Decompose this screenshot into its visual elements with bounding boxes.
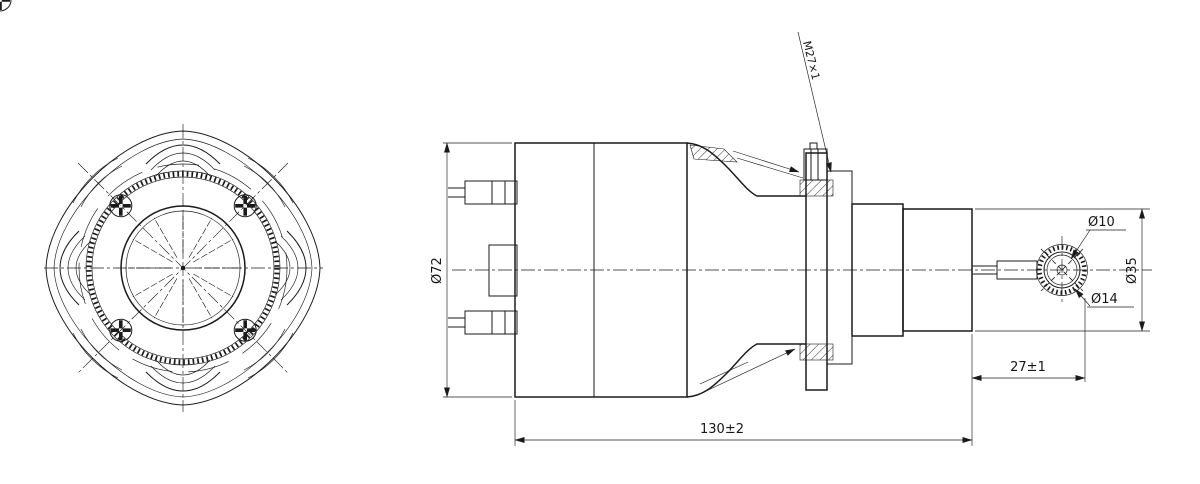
cross-slot-screw-icon	[0, 0, 10, 10]
mounting-flange	[799, 142, 853, 391]
front-view-petal-arcs	[59, 144, 307, 392]
front-view-screws	[0, 0, 257, 342]
dim-knob-outer: Ø14	[1074, 288, 1134, 308]
dim-rear-length: 27±1	[971, 298, 1086, 382]
dim-body-diameter: Ø72	[430, 142, 512, 398]
bell-taper	[686, 142, 806, 398]
solder-pins	[448, 180, 518, 335]
dim-overall-length-label: 130±2	[700, 422, 744, 437]
knurled-knob	[1036, 236, 1088, 304]
hatched-wedge	[689, 144, 738, 163]
seal-hatch-bottom	[799, 343, 834, 361]
front-view-corner-arcs	[72, 157, 294, 379]
dim-knob-outer-label: Ø14	[1091, 292, 1118, 307]
dim-knob-inner-label: Ø10	[1088, 215, 1115, 230]
thread-note: M27×1	[797, 31, 832, 173]
side-view: M27×1 Ø72 130±2 27±1 Ø35	[430, 31, 1152, 446]
seal-hatch-top	[799, 179, 834, 197]
dim-rear-diameter-label: Ø35	[1125, 257, 1140, 284]
flange-top-clamp	[803, 142, 828, 181]
rear-bushings	[851, 203, 973, 337]
pin-bottom	[448, 310, 518, 335]
pin-key-block	[488, 244, 518, 297]
dim-overall-length: 130±2	[514, 334, 973, 446]
dim-rear-length-label: 27±1	[1010, 360, 1046, 375]
center-point	[180, 265, 186, 271]
front-view	[0, 0, 323, 412]
main-body	[514, 142, 688, 398]
shaft	[972, 260, 1038, 280]
bottom-leaders	[699, 348, 796, 393]
pin-top	[448, 180, 518, 205]
front-view-flange-outline	[45, 130, 321, 406]
radial-spokes	[124, 210, 242, 327]
front-view-contact-face	[120, 205, 246, 331]
dim-knob-inner: Ø10	[1070, 215, 1126, 260]
dim-body-diameter-label: Ø72	[430, 257, 445, 284]
dim-rear-diameter: Ø35	[975, 208, 1150, 332]
front-view-knurled-ring	[78, 163, 288, 373]
thread-note-label: M27×1	[800, 40, 822, 82]
